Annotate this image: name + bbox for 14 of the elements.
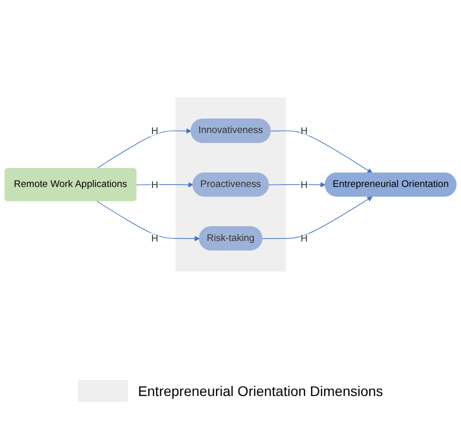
arrow — [136, 182, 194, 188]
arrow — [270, 130, 372, 174]
edge-label: H — [151, 180, 158, 192]
cluster — [176, 98, 286, 272]
arrow — [262, 196, 372, 240]
arrow — [96, 201, 200, 242]
arrow — [268, 182, 326, 188]
edge-label: H — [300, 234, 308, 246]
edge-label: H — [151, 234, 158, 246]
edge-label: H — [300, 126, 308, 138]
legend-text: Entrepreneurial Orientation Dimensions — [138, 383, 384, 399]
edge-label: H — [300, 180, 308, 192]
arrow — [96, 128, 192, 170]
edge-label: H — [151, 126, 158, 138]
